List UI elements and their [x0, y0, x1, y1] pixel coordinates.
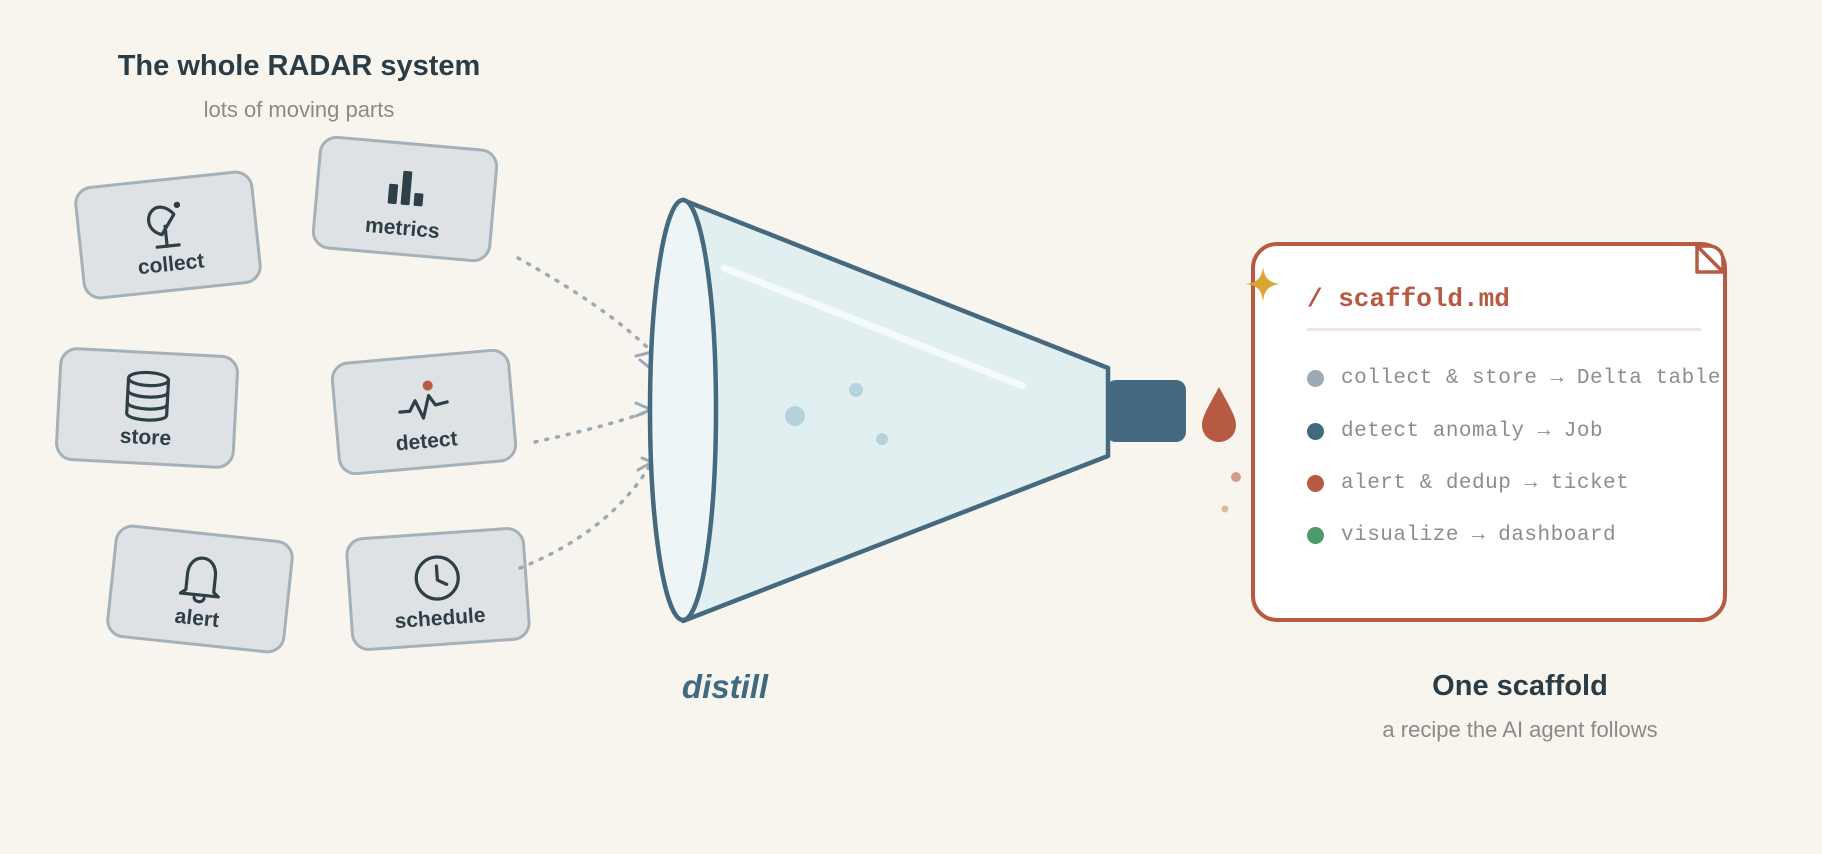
step-text: alert & dedup → ticket — [1341, 471, 1630, 495]
funnel-spout — [1106, 380, 1186, 442]
scaffold-step: detect anomaly → Job — [1307, 416, 1603, 446]
scaffold-filename: / scaffold.md — [1307, 284, 1510, 314]
dog-ear-corner — [1695, 244, 1725, 274]
connector-schedule — [518, 460, 654, 570]
step-dot — [1307, 474, 1324, 492]
funnel-mouth — [647, 197, 719, 623]
anomaly-pulse-icon — [398, 380, 449, 420]
funnel-highlight — [720, 264, 1027, 390]
bar-chart-icon — [387, 170, 424, 207]
scaffold-step: visualize → dashboard — [1307, 520, 1616, 550]
droplet-dot — [1231, 472, 1241, 482]
scaffold-step: alert & dedup → ticket — [1307, 468, 1629, 498]
distill-label: distill — [681, 668, 769, 705]
bubble — [876, 433, 888, 445]
drop-icon — [1202, 387, 1236, 442]
step-text: collect & store → Delta table — [1341, 366, 1721, 390]
component-card-alert: alert — [104, 522, 296, 656]
satellite-dish-icon — [147, 201, 181, 249]
step-dot — [1307, 422, 1324, 440]
component-card-detect: detect — [329, 347, 519, 477]
bubble — [849, 383, 863, 397]
scaffold-divider — [1307, 328, 1701, 331]
left-subtitle: lots of moving parts — [203, 97, 395, 122]
connector-detect — [533, 408, 654, 444]
component-card-collect: collect — [72, 168, 264, 302]
connector-metrics — [516, 256, 654, 354]
right-title: One scaffold — [1432, 670, 1608, 702]
bell-icon — [178, 556, 220, 604]
scaffold-step: collect & store → Delta table — [1307, 363, 1721, 393]
right-subtitle: a recipe the AI agent follows — [1382, 717, 1658, 742]
clock-icon — [414, 555, 460, 601]
droplet-dot — [1221, 505, 1229, 513]
database-icon — [125, 370, 171, 422]
step-text: detect anomaly → Job — [1341, 419, 1604, 443]
scaffold-document: / scaffold.md collect & store → Delta ta… — [1245, 242, 1727, 622]
left-title: The whole RADAR system — [117, 50, 481, 82]
component-card-metrics: metrics — [310, 134, 500, 264]
component-card-store: store — [54, 346, 240, 470]
bubble — [785, 406, 805, 426]
sparkle-icon — [1245, 266, 1281, 302]
step-text: visualize → dashboard — [1341, 523, 1617, 547]
component-card-schedule: schedule — [344, 525, 532, 653]
funnel-body — [680, 197, 1111, 624]
step-dot — [1307, 369, 1324, 387]
step-dot — [1307, 526, 1324, 544]
